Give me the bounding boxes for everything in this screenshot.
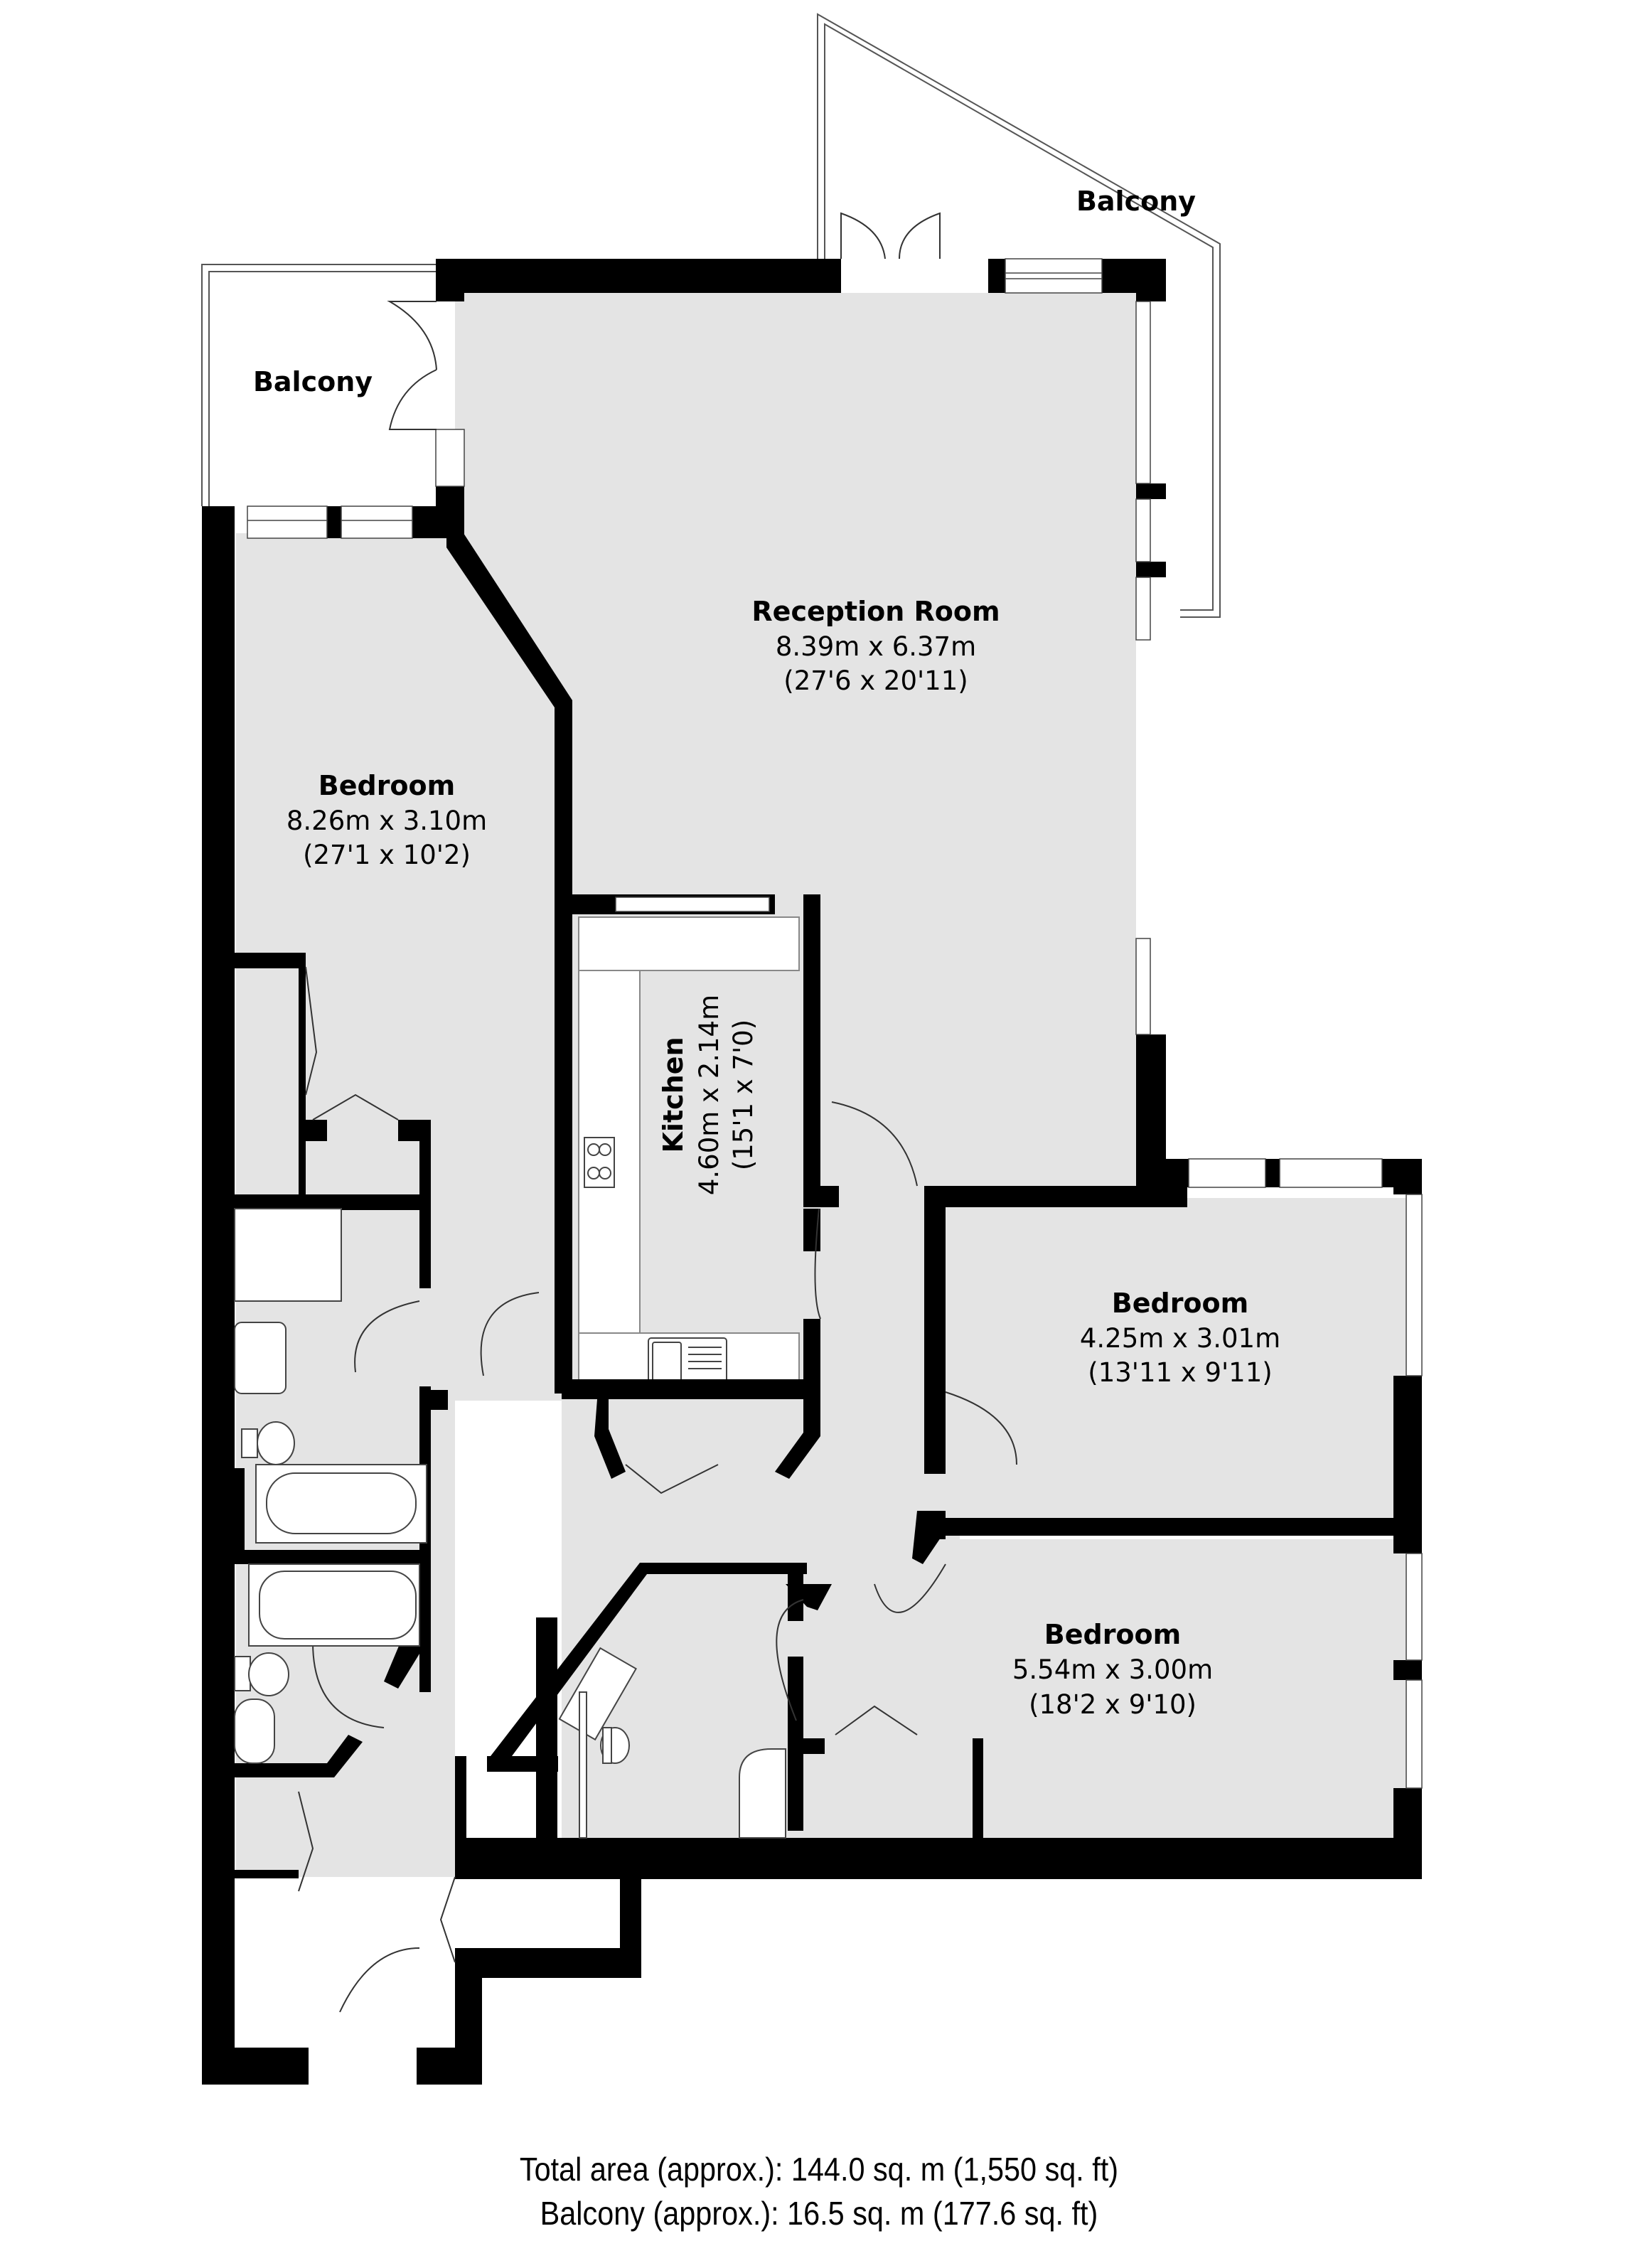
bathroom-fixtures [234,1208,786,1839]
toilet-cistern-icon-2 [234,1656,251,1691]
svg-text:(13'11 x 9'11): (13'11 x 9'11) [1088,1357,1272,1388]
basin-icon-3 [558,1647,637,1741]
svg-text:8.26m x 3.10m: 8.26m x 3.10m [287,806,487,836]
door-bathroom2 [312,1642,385,1728]
svg-text:Bedroom: Bedroom [1112,1288,1249,1319]
door-bedroom2 [945,1391,1017,1465]
door-reception [831,1101,918,1187]
shower-tray [234,1208,342,1302]
room-label-bedroom-3: Bedroom 5.54m x 3.00m (18'2 x 9'10) [1012,1619,1213,1720]
svg-text:4.25m x 3.01m: 4.25m x 3.01m [1080,1323,1280,1354]
basin-icon-1 [234,1322,287,1394]
balcony-right-outline [817,13,1221,618]
wardrobe-door-3 [835,1705,918,1735]
svg-text:Bedroom: Bedroom [1044,1619,1182,1650]
room-label-reception: Reception Room 8.39m x 6.37m (27'6 x 20'… [751,596,1000,696]
hob-icon [584,1137,615,1188]
svg-text:Kitchen: Kitchen [658,1037,689,1152]
cupboard-door-1 [298,1791,314,1892]
room-label-kitchen: Kitchen 4.60m x 2.14m (15'1 x 7'0) [658,995,759,1195]
svg-text:5.54m x 3.00m: 5.54m x 3.00m [1012,1654,1213,1685]
area-summary: Total area (approx.): 144.0 sq. m (1,550… [82,2147,1556,2235]
room-label-bedroom-2: Bedroom 4.25m x 3.01m (13'11 x 9'11) [1080,1288,1280,1388]
wardrobe-door-2 [312,1093,399,1120]
door-kitchen-bay [625,1464,719,1494]
door-hall-main [480,1292,540,1376]
ensuite-wall-strip [579,1691,587,1839]
door-balcony-right-right-leaf [899,212,941,260]
walls [202,259,1422,2085]
doors [298,212,1017,2013]
basin-icon-2 [234,1699,275,1764]
door-balcony-left-top [387,301,437,370]
svg-text:8.39m x 6.37m: 8.39m x 6.37m [776,631,976,662]
toilet-cistern-icon-1 [241,1428,258,1458]
toilet-icon-2 [248,1652,289,1696]
total-area-text: Total area (approx.): 144.0 sq. m (1,550… [519,2151,1119,2188]
door-balcony-right-left-leaf [840,212,886,260]
door-kitchen [814,1208,821,1320]
svg-text:(27'6 x 20'11): (27'6 x 20'11) [783,665,968,696]
room-label-bedroom-1: Bedroom 8.26m x 3.10m (27'1 x 10'2) [287,770,487,870]
door-balcony-left-bottom [388,369,437,430]
toilet-icon-1 [257,1421,295,1465]
svg-text:4.60m x 2.14m: 4.60m x 2.14m [694,995,724,1195]
windows [247,258,1423,1789]
svg-text:(18'2 x 9'10): (18'2 x 9'10) [1029,1689,1197,1720]
room-label-balcony-right: Balcony [1076,186,1196,217]
room-label-balcony-left: Balcony [253,366,373,397]
balcony-area-text: Balcony (approx.): 16.5 sq. m (177.6 sq.… [540,2195,1098,2232]
kitchen-sink-icon [648,1337,727,1392]
bath-icon-1 [266,1472,417,1534]
wardrobe-door [305,966,318,1096]
toilet-cistern-icon-3 [602,1727,612,1764]
door-ensuite [776,1599,804,1721]
svg-text:Reception Room: Reception Room [751,596,1000,627]
shower-icon-ensuite [739,1748,786,1839]
svg-text:(27'1 x 10'2): (27'1 x 10'2) [303,840,471,870]
door-entrance [339,1947,420,2013]
bath-icon-2 [259,1571,417,1640]
svg-text:(15'1 x 7'0): (15'1 x 7'0) [728,1020,759,1170]
door-bathroom1 [354,1300,420,1373]
cupboard-door-2 [439,1876,456,1963]
door-bedroom3 [874,1563,946,1613]
balcony-left-outline [201,264,437,506]
svg-text:Bedroom: Bedroom [318,770,456,801]
floor-plan: Reception Room 8.39m x 6.37m (27'6 x 20'… [201,13,1423,2085]
